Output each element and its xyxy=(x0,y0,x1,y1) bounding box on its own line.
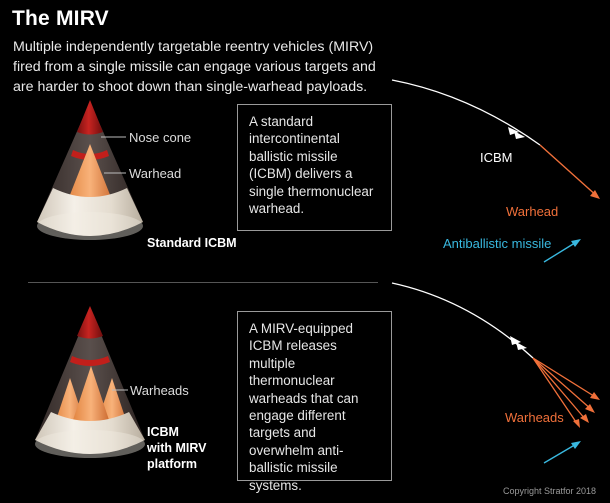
mirv-caption: ICBM with MIRV platform xyxy=(147,424,207,472)
page-title: The MIRV xyxy=(12,7,109,30)
antiballistic-trajectory-bottom xyxy=(543,442,579,464)
mirv-warhead-trajectories xyxy=(532,357,598,426)
warhead-trajectory-label: Warhead xyxy=(506,204,559,219)
mirv-caption-line: ICBM xyxy=(147,425,179,439)
arrowhead-icon xyxy=(508,127,525,139)
icbm-trajectory xyxy=(391,79,541,146)
arrowhead-icon xyxy=(590,190,600,199)
copyright: Copyright Stratfor 2018 xyxy=(503,486,597,496)
nose-cone-label: Nose cone xyxy=(129,130,192,145)
intro-text: Multiple independently targetable reentr… xyxy=(13,39,376,95)
mirv-caption-line: platform xyxy=(147,457,197,471)
arrowhead-icon xyxy=(510,336,527,350)
mirv-caption-line: with MIRV xyxy=(147,441,207,455)
arrowhead-icon xyxy=(573,392,600,428)
warheads-label: Warheads xyxy=(130,383,189,398)
warhead-label: Warhead xyxy=(129,166,182,181)
section-divider xyxy=(28,282,378,283)
warheads-trajectory-label: Warheads xyxy=(505,410,564,425)
antiballistic-trajectory xyxy=(543,240,579,263)
standard-description-box: A standard intercontinental ballistic mi… xyxy=(237,104,392,231)
warhead-trajectory xyxy=(539,144,599,198)
mirv-icbm-cone xyxy=(35,306,145,458)
arrowhead-icon xyxy=(571,239,581,247)
arrowhead-icon xyxy=(571,441,581,449)
antiballistic-label: Antiballistic missile xyxy=(443,236,552,251)
mirv-description-box: A MIRV-equipped ICBM releases multiple t… xyxy=(237,311,392,493)
standard-icbm-caption: Standard ICBM xyxy=(147,236,237,250)
icbm-trajectory-label: ICBM xyxy=(480,150,513,165)
mirv-trajectory xyxy=(391,282,534,359)
standard-icbm-cone xyxy=(37,100,143,240)
